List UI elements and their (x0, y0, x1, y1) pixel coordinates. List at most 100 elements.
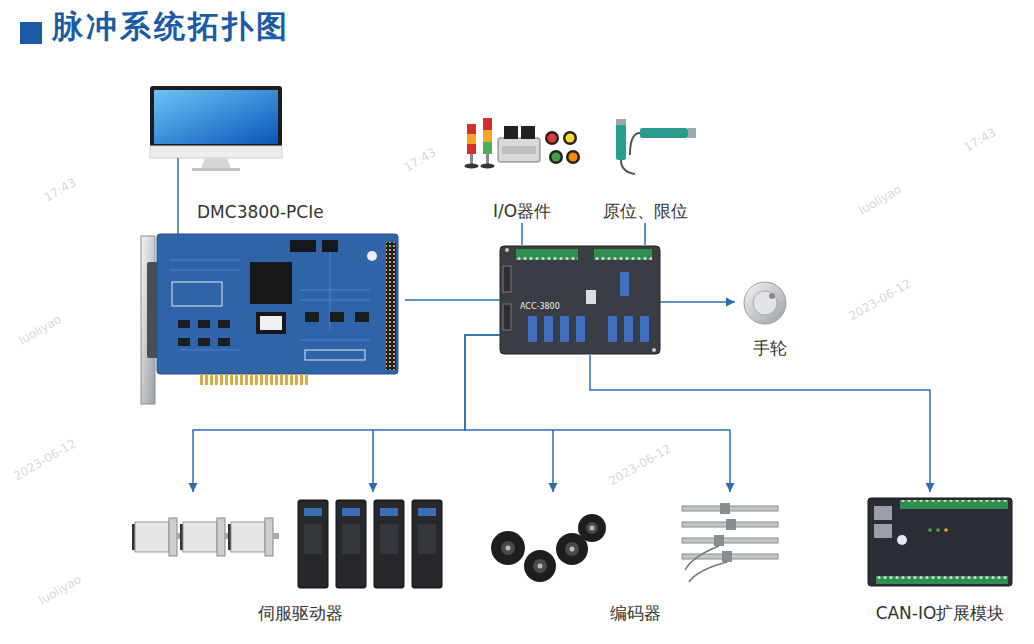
monitor-icon (150, 86, 282, 148)
watermark: 2023-06-12 (846, 276, 914, 323)
servo-drive-icon (418, 524, 436, 554)
terminal-board-node: ACC-3800 (500, 245, 660, 355)
pcie-card (305, 312, 319, 322)
servo-drive-icon (342, 508, 360, 516)
connector (645, 223, 646, 245)
terminal-board (505, 248, 509, 252)
node-label: ACC-3800 (520, 302, 560, 312)
servo-drive-icon (380, 524, 398, 554)
solenoid-valve-icon (504, 126, 518, 139)
connector (660, 298, 735, 307)
terminal-board (503, 304, 511, 330)
linear-scale-icon (722, 551, 732, 562)
encoder-icon (491, 514, 606, 582)
signal-tower-icon (467, 144, 476, 154)
pcie-card (198, 320, 210, 328)
linear-scale-icon (682, 538, 778, 543)
pcie-card (198, 338, 210, 346)
connector-line (521, 223, 523, 245)
terminal-board (560, 316, 569, 342)
signal-tower-icon (483, 118, 492, 130)
watermark: luoliyao (16, 312, 64, 348)
terminal-board (500, 246, 660, 354)
handwheel-icon (753, 291, 777, 315)
arrow-head (726, 298, 735, 307)
servo-drive-icon (412, 500, 442, 588)
connector (522, 223, 523, 245)
can-io-module-icon (928, 528, 932, 532)
can-io-module-icon (944, 528, 948, 532)
servo-node: 伺服驱动器 (130, 492, 470, 626)
node-label: 编码器 (610, 603, 661, 623)
solenoid-valve-icon (498, 126, 540, 162)
signal-tower-icon (465, 118, 495, 169)
encoder-icon (506, 546, 511, 551)
pcie-card (367, 251, 377, 261)
connector (189, 335, 501, 492)
can-io-module-icon (900, 500, 1008, 509)
can-io-module-icon (868, 498, 1012, 586)
servo-drive-icon (298, 500, 442, 588)
connector (405, 300, 500, 301)
handwheel-icon (769, 293, 775, 299)
linear-scale-icon (720, 503, 730, 514)
connector-line (193, 335, 500, 492)
connector (465, 335, 735, 492)
terminal-board (594, 249, 652, 260)
terminal-board (500, 246, 660, 354)
push-button-icon (548, 134, 557, 143)
io-device-node: I/O器件 (462, 115, 582, 223)
push-button-icon (566, 134, 575, 143)
terminal-board (544, 316, 553, 342)
push-button-icon (549, 150, 563, 164)
node-label: 伺服驱动器 (258, 603, 343, 623)
arrow-head (549, 483, 558, 492)
monitor-cable (177, 158, 179, 234)
watermark: 17:43 (41, 175, 78, 205)
terminal-board (624, 316, 633, 342)
can-io-module-icon (874, 506, 892, 520)
solenoid-valve-icon (521, 126, 535, 139)
linear-scale-icon (714, 535, 724, 546)
servo-motor-icon (217, 518, 225, 556)
encoder-icon (524, 550, 556, 582)
signal-tower-icon (483, 142, 492, 154)
linear-scale-icon (726, 519, 736, 530)
terminal-board (576, 316, 585, 342)
pcie-card-node: DMC3800-PCIe (135, 200, 405, 406)
proximity-sensor-icon (616, 119, 626, 125)
proximity-sensor-icon (688, 128, 696, 138)
watermark: luoliyao (36, 572, 84, 608)
pcie-card (218, 338, 230, 346)
pcie-card (386, 242, 396, 370)
can-io-module-icon (868, 498, 1012, 586)
monitor-icon (154, 90, 278, 144)
linear-scale-icon (682, 503, 778, 582)
encoder-icon (586, 522, 598, 534)
watermark: luoliyao (856, 182, 904, 218)
monitor-icon (150, 86, 282, 171)
terminal-board (652, 348, 656, 352)
signal-tower-icon (481, 164, 495, 169)
monitor-icon (192, 168, 240, 171)
arrow-head (189, 483, 198, 492)
push-button-icon (552, 153, 561, 162)
connector-line (644, 223, 646, 245)
terminal-board (503, 266, 511, 292)
encoder-icon (491, 531, 525, 565)
solenoid-valve-icon (498, 138, 540, 162)
pcie-card (290, 240, 316, 252)
can-io-node: CAN-IO扩展模块 (855, 492, 1025, 626)
connector-line (552, 430, 554, 492)
servo-drive-icon (336, 500, 366, 588)
encoder-node: 编码器 (485, 492, 785, 626)
signal-tower-icon (486, 154, 489, 164)
terminal-board (608, 316, 617, 342)
diagram-title: 脉冲系统拓扑图 (52, 8, 290, 45)
signal-tower-icon (483, 130, 492, 142)
push-button-icon (545, 131, 580, 164)
can-io-module-icon (874, 524, 892, 538)
handwheel-icon (744, 282, 786, 324)
signal-tower-icon (467, 134, 476, 144)
